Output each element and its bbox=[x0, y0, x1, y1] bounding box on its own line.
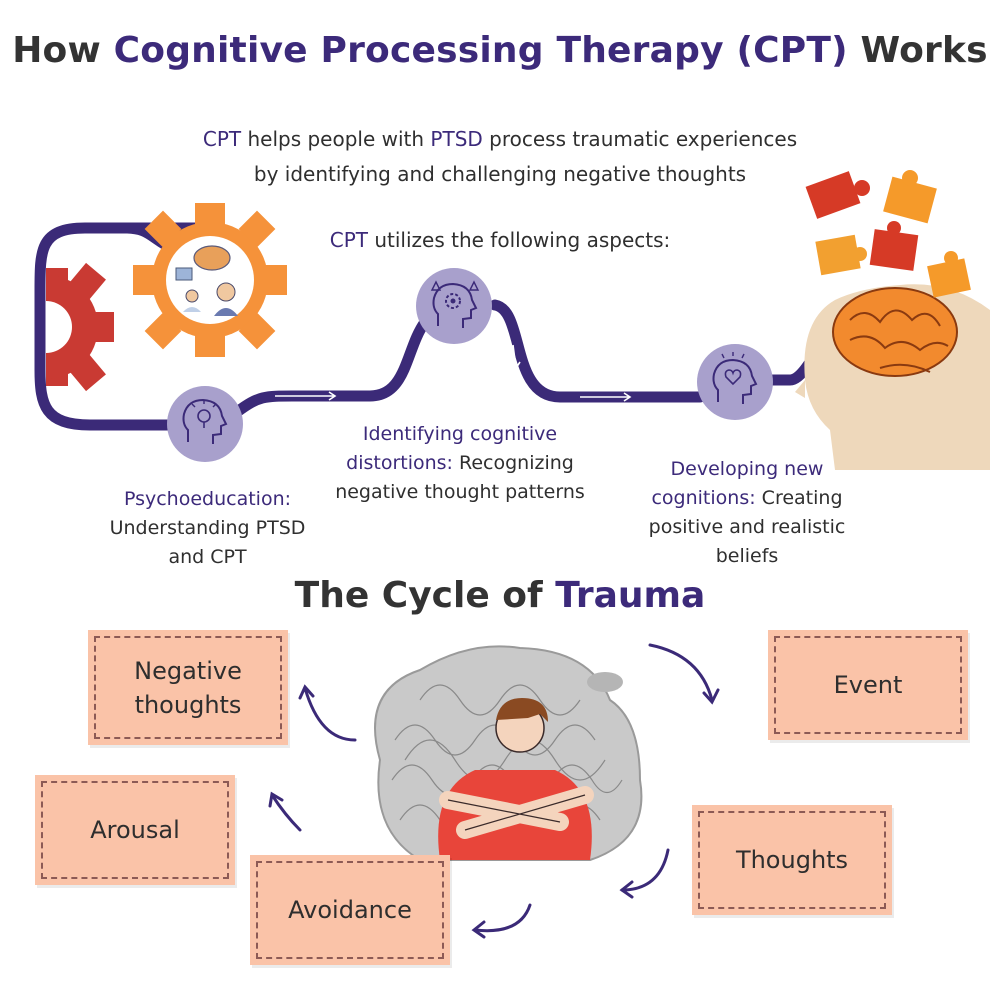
aspects-heading: CPT utilizes the following aspects: bbox=[329, 228, 671, 252]
intro-line2: by identifying and challenging negative … bbox=[253, 162, 747, 186]
cycle-title: The Cycle of Trauma bbox=[294, 575, 706, 616]
puzzle-pieces-icon bbox=[805, 170, 971, 298]
cycle-item-negative-thoughts: Negative thoughts bbox=[88, 630, 288, 745]
red-gear-icon bbox=[0, 250, 114, 410]
step-psychoeducation: Psychoeducation: Understanding PTSD and … bbox=[109, 488, 306, 568]
gear-head-icon bbox=[416, 268, 492, 344]
process-path bbox=[34, 222, 866, 431]
stressed-person-illustration bbox=[374, 645, 643, 861]
path-arrows bbox=[275, 344, 632, 402]
title-highlight: Cognitive Processing Therapy (CPT) bbox=[113, 30, 848, 71]
intro-ptsd: PTSD bbox=[430, 127, 483, 151]
cycle-item-thoughts: Thoughts bbox=[692, 805, 892, 915]
cycle-item-event: Event bbox=[768, 630, 968, 740]
brain-puzzle-illustration bbox=[795, 170, 990, 470]
intro-cpt: CPT bbox=[202, 127, 242, 151]
lightbulb-head-icon bbox=[167, 386, 243, 462]
cycle-item-avoidance: Avoidance bbox=[250, 855, 450, 965]
step-new-cognitions: Developing new cognitions: Creating posi… bbox=[648, 458, 846, 567]
gear-people-illustration bbox=[133, 203, 287, 357]
page-title: How Cognitive Processing Therapy (CPT) W… bbox=[12, 30, 988, 71]
heart-head-icon bbox=[697, 344, 773, 420]
step-cognitive-distortions: Identifying cognitive distortions: Recog… bbox=[335, 423, 585, 503]
cycle-arrows bbox=[268, 643, 720, 939]
intro-text: CPT helps people with PTSD process traum… bbox=[202, 127, 798, 186]
cycle-item-arousal: Arousal bbox=[35, 775, 235, 885]
